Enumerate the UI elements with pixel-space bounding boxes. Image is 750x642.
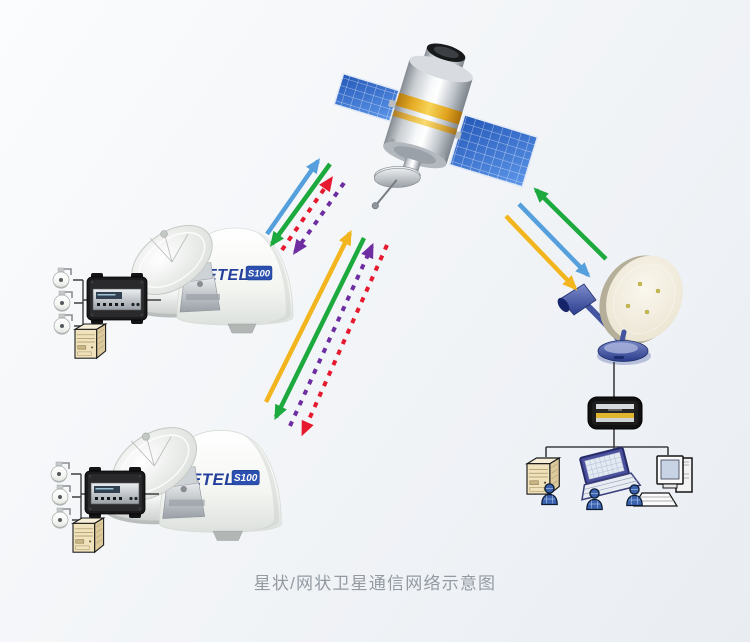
- ground-lan-wires: [545, 362, 669, 457]
- diagram-caption: 星状/网状卫星通信网络示意图: [254, 574, 497, 593]
- dish-mount-dots: [625, 281, 661, 315]
- link-satellite-to-ground-yellow: [504, 214, 578, 291]
- link-satellite-to-ship1-green: [269, 162, 332, 247]
- gold-band: [395, 92, 463, 125]
- link-arrows: [263, 158, 608, 437]
- satellite-dish-icon: [557, 255, 683, 365]
- link-satellite-to-ship2-green: [273, 237, 367, 421]
- communication-satellite-icon: [333, 43, 539, 210]
- gold-band-thin: [392, 110, 458, 136]
- dish-pedestal-base: [597, 340, 651, 365]
- link-ship1-to-satellite-blue: [265, 158, 321, 236]
- link-satellite-to-ship1-purple-dashed: [292, 181, 346, 255]
- link-ship1-to-satellite-red-dashed: [280, 176, 333, 252]
- satellite-modem-icon: [587, 396, 643, 430]
- lan-cluster-2: [51, 462, 159, 552]
- link-ground-to-satellite-green: [533, 187, 608, 261]
- link-ship2-to-satellite-purple-dashed: [288, 242, 374, 427]
- solar-panel-right: [448, 113, 539, 188]
- satellite-body: [383, 43, 473, 173]
- link-satellite-to-ground-blue: [517, 202, 591, 278]
- lan-cluster-1: [53, 268, 161, 358]
- ground-station: [526, 255, 693, 511]
- desktop-computer-icon: [632, 455, 693, 507]
- link-ship2-to-satellite-yellow: [263, 229, 353, 404]
- solar-panel-left: [333, 72, 400, 123]
- satellite-dish-antenna: [371, 166, 421, 210]
